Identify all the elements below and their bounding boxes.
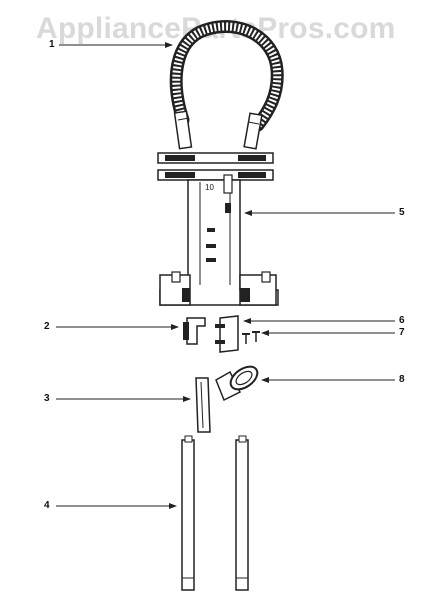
callout-2: 2 <box>44 321 50 332</box>
callout-5: 5 <box>399 207 405 218</box>
leader-lines <box>56 42 395 509</box>
callout-6: 6 <box>399 315 405 326</box>
callout-1: 1 <box>49 39 55 50</box>
callout-7: 7 <box>399 327 405 338</box>
part-4-wands <box>181 435 249 591</box>
part-6-clip <box>215 315 239 353</box>
part-8-elbow <box>215 365 259 402</box>
part-7-screws <box>242 331 260 344</box>
part-2-bracket <box>183 317 206 345</box>
part-3-short-tube <box>195 377 211 433</box>
callout-8: 8 <box>399 374 405 385</box>
part-1-hose <box>169 20 284 150</box>
part-label-10: 10 <box>205 183 214 192</box>
callout-4: 4 <box>44 500 50 511</box>
part-5-handle-frame: 10 <box>157 152 279 306</box>
callout-3: 3 <box>44 393 50 404</box>
